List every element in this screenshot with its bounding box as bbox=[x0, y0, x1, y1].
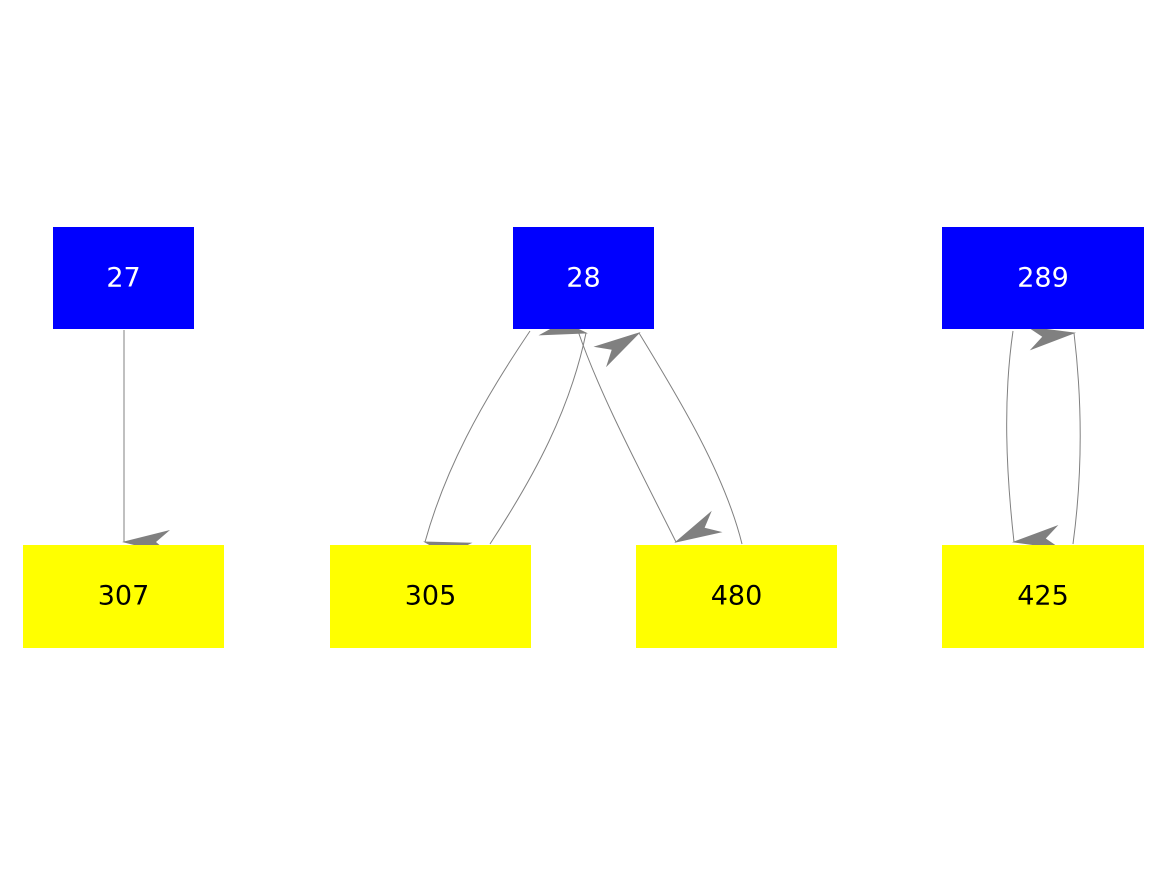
node-307: 307 bbox=[23, 545, 224, 648]
node-307-box bbox=[23, 545, 224, 648]
node-480: 480 bbox=[636, 545, 837, 648]
node-28: 28 bbox=[513, 227, 654, 329]
node-289-label: 289 bbox=[1017, 263, 1069, 294]
node-480-box bbox=[636, 545, 837, 648]
node-425: 425 bbox=[942, 545, 1144, 648]
edges-layer bbox=[122, 311, 1081, 566]
node-305-label: 305 bbox=[405, 581, 457, 612]
node-480-label: 480 bbox=[711, 581, 763, 612]
node-27-label: 27 bbox=[106, 263, 140, 294]
edge-425-to-289 bbox=[1026, 326, 1081, 545]
node-425-box bbox=[942, 545, 1144, 648]
node-27: 27 bbox=[53, 227, 194, 329]
edge-289-to-425 bbox=[1006, 330, 1062, 549]
node-289-box bbox=[942, 227, 1144, 329]
node-27-box bbox=[53, 227, 194, 329]
node-305: 305 bbox=[330, 545, 531, 648]
edge-28-to-305 bbox=[423, 330, 531, 566]
edge-305-to-28 bbox=[489, 311, 588, 545]
node-289: 289 bbox=[942, 227, 1144, 329]
edge-480-to-28 bbox=[593, 331, 743, 545]
node-425-label: 425 bbox=[1017, 581, 1069, 612]
nodes-layer: 27 28 289 307 305 480 425 bbox=[23, 227, 1144, 648]
node-28-box bbox=[513, 227, 654, 329]
edge-28-to-480 bbox=[577, 330, 723, 543]
node-28-label: 28 bbox=[566, 263, 600, 294]
node-307-label: 307 bbox=[98, 581, 150, 612]
node-305-box bbox=[330, 545, 531, 648]
